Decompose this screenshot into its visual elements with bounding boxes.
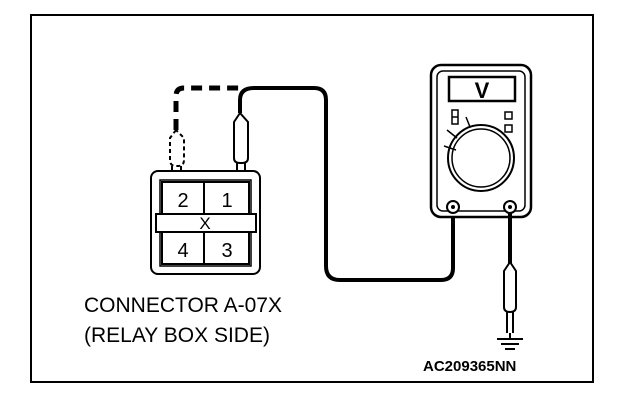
center-mark: X xyxy=(199,214,210,233)
connector-caption: CONNECTOR A-07X (RELAY BOX SIDE) xyxy=(84,291,282,351)
ground-icon xyxy=(497,333,523,350)
meter-display xyxy=(447,75,517,103)
dashed-jumper-wire xyxy=(173,85,240,130)
pin-label-4: 4 xyxy=(177,240,188,262)
pin-cell-3 xyxy=(203,231,250,265)
solid-probe-wire xyxy=(238,86,455,282)
voltmeter: V xyxy=(429,63,533,219)
meter-switch-right-bottom xyxy=(504,124,513,133)
figure-code: AC209365NN xyxy=(423,358,517,375)
meter-dial xyxy=(447,124,515,192)
meter-switch-right-top xyxy=(504,111,513,120)
pin-cell-4 xyxy=(161,231,205,265)
connector-caption-line1: CONNECTOR A-07X xyxy=(84,294,282,317)
pin-cell-1 xyxy=(203,181,250,215)
pin-label-3: 3 xyxy=(221,240,232,262)
ground-probe xyxy=(503,260,517,333)
solid-probe xyxy=(233,111,249,187)
pin-label-1: 1 xyxy=(221,190,232,212)
connector-caption-line2: (RELAY BOX SIDE) xyxy=(84,324,270,347)
diagram-frame xyxy=(30,14,594,383)
connector-a07x: 2 1 X 4 3 xyxy=(150,170,261,275)
pin-label-2: 2 xyxy=(177,190,188,212)
meter-dial-inner xyxy=(451,128,511,188)
meter-display-symbol: V xyxy=(475,78,490,103)
